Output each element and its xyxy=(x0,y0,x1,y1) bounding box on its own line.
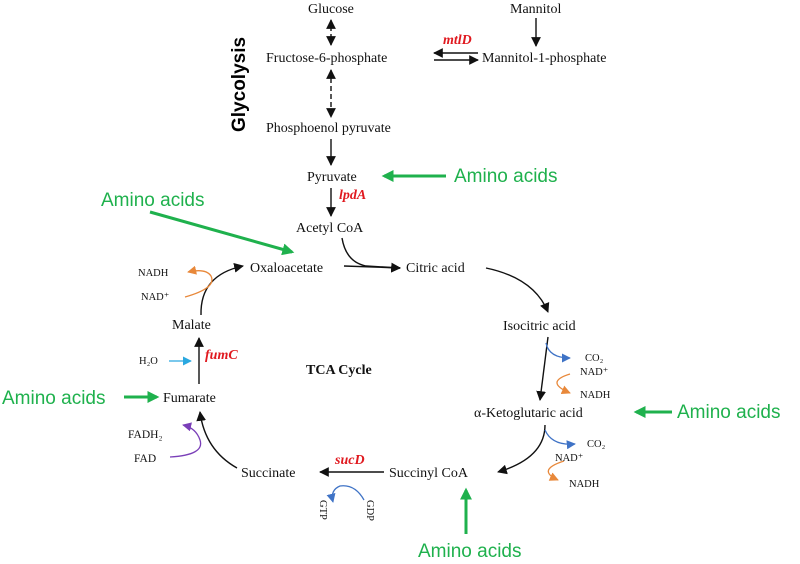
co2-release-akg xyxy=(544,429,576,450)
node-oxaloacetate: Oxaloacetate xyxy=(250,261,323,276)
cofactor-nadh-malate: NADH xyxy=(138,268,169,279)
nad-to-nadh-isocitric xyxy=(556,373,571,394)
cofactor-nadh-isocitric: NADH xyxy=(580,390,611,401)
amino-acids-akg: Amino acids xyxy=(677,402,781,423)
nad-to-nadh-akg xyxy=(547,460,565,481)
node-mannitol: Mannitol xyxy=(510,2,561,17)
amino-acids-oxaloacetate: Amino acids xyxy=(101,190,205,211)
cofactor-co2-isocitric: CO₂ xyxy=(585,353,604,364)
cofactor-h2o: H₂O xyxy=(139,356,158,367)
cofactor-nadh-akg: NADH xyxy=(569,479,600,490)
cofactor-co2-akg: CO₂ xyxy=(587,439,606,450)
gene-sucd: sucD xyxy=(334,453,365,468)
arrow-citric-isocitric xyxy=(485,267,550,313)
cofactor-fad: FAD xyxy=(134,453,156,465)
cofactor-fadh2: FADH₂ xyxy=(128,429,162,441)
glycolysis-label: Glycolysis xyxy=(229,37,250,132)
arrow-oxaloacetate-citric xyxy=(343,262,401,273)
cofactor-gdp: GDP xyxy=(364,500,375,521)
arrow-isocitric-akg xyxy=(536,336,549,401)
cofactor-gtp: GTP xyxy=(317,500,328,520)
node-citric-acid: Citric acid xyxy=(406,261,465,276)
node-fumarate: Fumarate xyxy=(163,391,216,406)
cofactor-nad-malate: NAD⁺ xyxy=(141,292,169,303)
node-isocitric-acid: Isocitric acid xyxy=(503,319,576,334)
node-glucose: Glucose xyxy=(308,2,354,17)
node-phosphoenol-pyruvate: Phosphoenol pyruvate xyxy=(266,121,391,136)
amino-acids-fumarate: Amino acids xyxy=(2,388,106,409)
tca-cycle-label: TCA Cycle xyxy=(306,363,372,378)
cofactor-nad-isocitric: NAD⁺ xyxy=(580,367,608,378)
node-fructose-6-phosphate: Fructose-6-phosphate xyxy=(266,51,387,66)
fad-to-fadh2 xyxy=(169,422,202,458)
node-pyruvate: Pyruvate xyxy=(307,170,357,185)
gene-fumc: fumC xyxy=(205,348,238,363)
gene-lpda: lpdA xyxy=(339,188,366,203)
node-succinate: Succinate xyxy=(241,466,295,481)
node-acetyl-coa: Acetyl CoA xyxy=(296,221,364,236)
nad-to-nadh-malate xyxy=(184,265,213,298)
gene-mtld: mtlD xyxy=(443,33,472,48)
arrow-malate-oxaloacetate xyxy=(200,263,244,316)
node-malate: Malate xyxy=(172,318,211,333)
node-alpha-ketoglutaric-acid: α-Ketoglutaric acid xyxy=(474,406,583,421)
cofactor-nad-akg: NAD⁺ xyxy=(555,453,583,464)
arrow-aminoacids-oxaloacetate xyxy=(149,210,295,256)
arrow-akg-succinylcoa xyxy=(497,424,546,475)
arrow-succinate-fumarate xyxy=(196,411,238,469)
amino-acids-pyruvate: Amino acids xyxy=(454,166,558,187)
co2-release-isocitric xyxy=(545,342,571,363)
arrow-acetylcoa-citric xyxy=(341,237,401,273)
gdp-to-gtp xyxy=(326,485,365,503)
node-succinyl-coa: Succinyl CoA xyxy=(389,466,469,481)
node-mannitol-1-phosphate: Mannitol-1-phosphate xyxy=(482,51,606,66)
amino-acids-succinylcoa: Amino acids xyxy=(418,541,522,562)
